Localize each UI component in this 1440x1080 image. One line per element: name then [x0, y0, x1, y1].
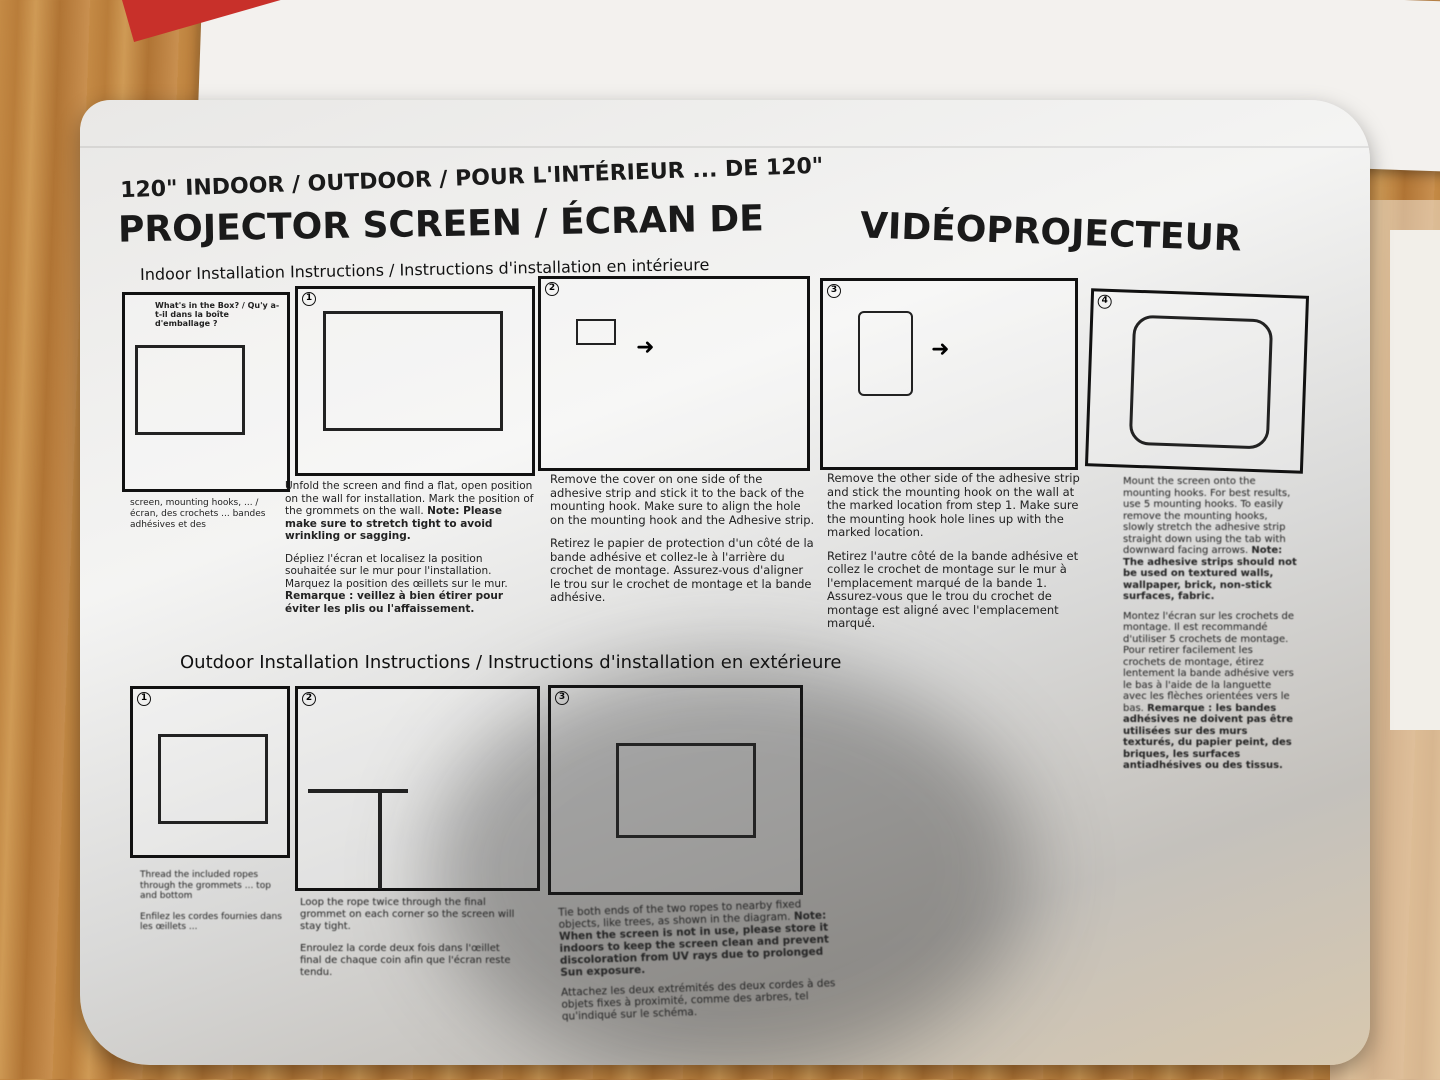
indoor-step-2-text: Remove the cover on one side of the adhe…: [550, 472, 815, 615]
outdoor-step-3-text: Tie both ends of the two ropes to nearby…: [558, 897, 842, 1022]
step-number: 2: [545, 282, 559, 296]
mounting-hook-illustration: [858, 311, 913, 396]
panel-outdoor-step-3: 3: [548, 685, 803, 895]
title-videoprojecteur: VIDÉOPROJECTEUR: [859, 205, 1243, 260]
step-en: Thread the included ropes through the gr…: [140, 870, 271, 901]
zip-seal: [80, 120, 1370, 148]
step-fr: Enfilez les cordes fournies dans les œil…: [140, 911, 282, 933]
step-number: 2: [302, 692, 316, 706]
screen-between-trees-illustration: [616, 743, 756, 838]
panel-indoor-step-2: 2 ➜: [538, 276, 810, 471]
panel-indoor-step-1: 1: [295, 286, 535, 476]
adjacent-card: [1390, 230, 1440, 730]
outdoor-step-1-text: Thread the included ropes through the gr…: [140, 870, 288, 943]
screen-illustration: [158, 734, 268, 824]
projector-screen-bag: 120" INDOOR / OUTDOOR / POUR L'INTÉRIEUR…: [80, 100, 1370, 1065]
arrow-right-icon: ➜: [636, 335, 655, 360]
whats-in-box-label: What's in the Box? / Qu'y a-t-il dans la…: [155, 301, 280, 328]
panel-outdoor-step-2: 2: [295, 686, 540, 891]
step-fr-note: Remarque : les bandes adhésives ne doive…: [1123, 702, 1294, 772]
step-fr: Retirez l'autre côté de la bande adhésiv…: [827, 548, 1079, 630]
title-projector-screen: PROJECTOR SCREEN / ÉCRAN DE: [117, 198, 765, 251]
step-en-note: Note: Please make sure to stretch tight …: [285, 505, 502, 542]
panel-indoor-step-3: 3 ➜: [820, 278, 1078, 470]
arrow-right-icon: ➜: [931, 337, 950, 362]
step-number: 3: [555, 691, 569, 705]
step-fr: Montez l'écran sur les crochets de monta…: [1123, 610, 1294, 714]
outdoor-step-2-text: Loop the rope twice through the final gr…: [300, 897, 520, 989]
box-red-stripe: [117, 0, 308, 43]
adhesive-strip-illustration: [576, 319, 616, 345]
screen-illustration: [135, 345, 245, 435]
indoor-step-3-text: Remove the other side of the adhesive st…: [827, 471, 1092, 641]
indoor-step-1-text: Unfold the screen and find a flat, open …: [285, 480, 535, 615]
rope-illustration: [378, 789, 382, 889]
step-number: 4: [1097, 294, 1112, 309]
outdoor-heading: Outdoor Installation Instructions / Inst…: [180, 652, 842, 673]
step-fr-note: Remarque : veillez à bien étirer pour év…: [285, 590, 504, 615]
step-en: Mount the screen onto the mounting hooks…: [1123, 476, 1291, 556]
indoor-step-4-text: Mount the screen onto the mounting hooks…: [1123, 476, 1298, 772]
whats-in-box-items: screen, mounting hooks, ... / écran, des…: [130, 498, 266, 530]
step-fr: Dépliez l'écran et localisez la position…: [285, 552, 508, 590]
step-en: Remove the other side of the adhesive st…: [827, 471, 1080, 539]
step-number: 1: [302, 292, 316, 306]
screen-illustration: [323, 311, 503, 431]
panel-indoor-step-4: 4: [1084, 288, 1310, 474]
step-en: Unfold the screen and find a flat, open …: [285, 480, 534, 517]
step-number: 1: [137, 692, 151, 706]
screen-illustration: [1128, 314, 1274, 450]
screen-edge-illustration: [308, 789, 408, 793]
title-line-1: 120" INDOOR / OUTDOOR / POUR L'INTÉRIEUR…: [119, 153, 824, 204]
step-en: Remove the cover on one side of the adhe…: [550, 472, 815, 527]
step-fr: Enroulez la corde deux fois dans l'œille…: [300, 943, 511, 978]
step-en: Loop the rope twice through the final gr…: [300, 897, 515, 932]
step-fr: Retirez le papier de protection d'un côt…: [550, 536, 814, 604]
panel-outdoor-step-1: 1: [130, 686, 290, 858]
step-number: 3: [827, 284, 841, 298]
step-en-note: Note: The adhesive strips should not be …: [1123, 545, 1297, 602]
panel-whats-in-box: What's in the Box? / Qu'y a-t-il dans la…: [122, 292, 290, 492]
